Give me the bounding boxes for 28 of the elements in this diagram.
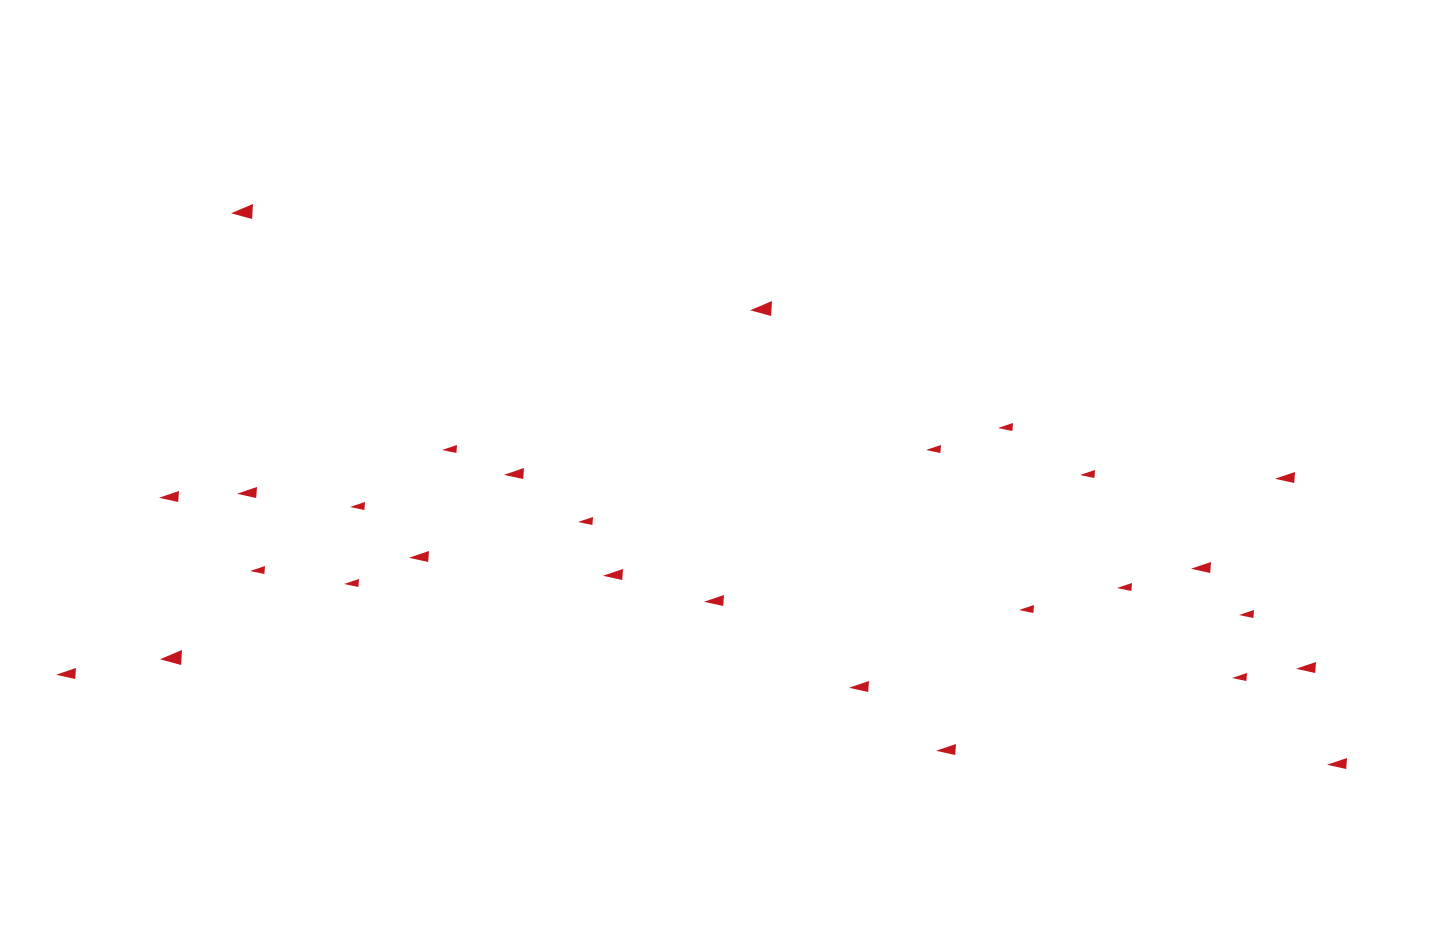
- triangle-marker: [1232, 673, 1247, 681]
- triangle-marker: [1327, 757, 1347, 769]
- triangle-marker: [936, 743, 956, 755]
- triangle-marker: [250, 566, 265, 574]
- triangle-marker: [578, 517, 593, 525]
- triangle-marker: [1191, 561, 1211, 573]
- triangle-marker: [504, 467, 524, 479]
- triangle-marker: [237, 486, 257, 498]
- triangle-marker: [442, 445, 457, 453]
- triangle-marker: [1296, 661, 1316, 673]
- triangle-marker: [750, 300, 772, 316]
- triangle-marker: [231, 203, 253, 219]
- triangle-marker: [704, 594, 724, 606]
- triangle-marker: [344, 579, 359, 587]
- triangle-marker: [926, 445, 941, 453]
- triangle-marker: [56, 667, 76, 679]
- triangle-marker: [603, 568, 623, 580]
- triangle-marker: [998, 423, 1013, 431]
- triangle-marker: [409, 550, 429, 562]
- triangle-marker: [1019, 605, 1034, 613]
- triangle-marker: [1080, 470, 1095, 478]
- triangle-marker: [1239, 610, 1254, 618]
- triangle-marker: [160, 649, 182, 665]
- triangle-marker: [1117, 583, 1132, 591]
- triangle-marker: [159, 490, 179, 502]
- triangle-marker: [1275, 471, 1295, 483]
- triangle-marker: [849, 680, 869, 692]
- triangle-marker: [350, 502, 365, 510]
